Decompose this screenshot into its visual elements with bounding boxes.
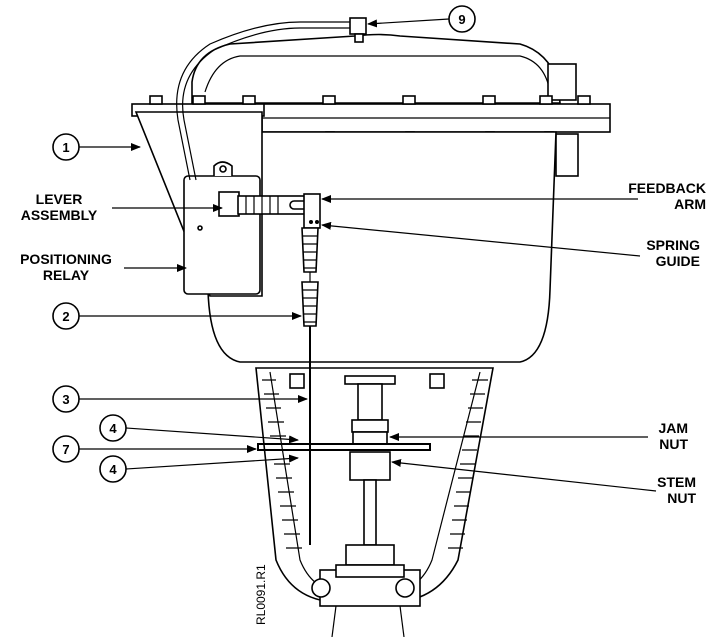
stem-flag-plate (257, 443, 431, 451)
label-spring-guide: SPRING GUIDE (321, 221, 700, 269)
callout-4a-number: 4 (109, 421, 117, 436)
callout-3-number: 3 (62, 392, 69, 407)
callout-7-number: 7 (62, 442, 69, 457)
positioning-label-line1: POSITIONING (20, 251, 112, 267)
positioning-label-line2: RELAY (43, 267, 90, 283)
callout-9: 9 (367, 5, 476, 33)
callout-7: 7 (52, 435, 257, 463)
spring-label-line1: SPRING (646, 237, 700, 253)
jam-label-line2: NUT (659, 436, 688, 452)
jam-label-line1: JAM (658, 420, 688, 436)
stem-label-line1: STEM (657, 474, 696, 490)
callout-3: 3 (52, 385, 308, 413)
lever-label-line2: ASSEMBLY (21, 207, 98, 223)
drawing-code: RL0091.R1 (254, 564, 268, 625)
lever-label-line1: LEVER (36, 191, 83, 207)
actuator-housing (131, 33, 611, 363)
lever-assembly (218, 191, 321, 229)
feedback-label-line2: ARM (674, 196, 706, 212)
feedback-label-line1: FEEDBACK (628, 180, 706, 196)
stem-nut-shape (349, 451, 391, 481)
feedback-spring (301, 227, 319, 545)
positioning-relay (183, 161, 261, 295)
callout-2: 2 (52, 302, 302, 330)
callout-4b-number: 4 (109, 462, 117, 477)
callout-2-number: 2 (62, 309, 69, 324)
callout-1-number: 1 (62, 140, 69, 155)
label-stem-nut: STEM NUT (391, 459, 696, 506)
stem-assembly (257, 375, 431, 578)
stem-label-line2: NUT (667, 490, 696, 506)
label-positioning-relay: POSITIONING RELAY (20, 251, 187, 283)
label-feedback-arm: FEEDBACK ARM (321, 180, 706, 212)
callout-4-lower: 4 (99, 454, 299, 483)
callout-9-number: 9 (458, 12, 465, 27)
label-lever-assembly: LEVER ASSEMBLY (21, 191, 223, 223)
jam-nut-shape (352, 431, 388, 445)
callout-4-upper: 4 (99, 414, 299, 444)
callout-1: 1 (52, 133, 141, 161)
flange-bolts (149, 95, 591, 141)
label-jam-nut: JAM NUT (389, 420, 688, 452)
spring-label-line2: GUIDE (656, 253, 700, 269)
tubing (176, 17, 367, 181)
